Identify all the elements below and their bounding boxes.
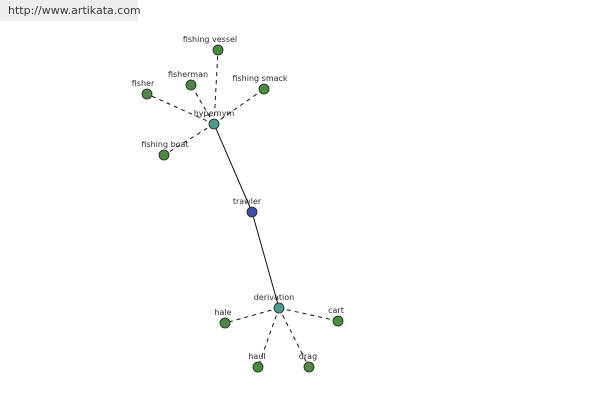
edge-derivation-drag [278,307,310,368]
edge-derivation-haul [257,307,280,368]
node-derivation[interactable] [273,302,285,314]
node-drag[interactable] [303,361,315,373]
node-label-fishing-vessel[interactable]: fishing vessel [183,35,237,44]
node-label-hypernym[interactable]: hypernym [194,109,235,118]
node-label-fisherman[interactable]: fisherman [168,70,208,79]
edge-derivation-cart [278,307,339,322]
nodes-layer [141,44,344,373]
node-fishing-smack[interactable] [258,83,270,95]
node-label-fisher[interactable]: fisher [132,79,155,88]
edge-derivation-hale [224,307,280,324]
node-haul[interactable] [252,361,264,373]
node-hypernym[interactable] [208,118,220,130]
labels-layer: fishing vessel fisherman fishing smack fish… [132,35,344,361]
node-label-cart[interactable]: cart [328,306,344,315]
edge-hypernym-fishing-smack [213,88,265,125]
node-fisher[interactable] [141,88,153,100]
node-hale[interactable] [219,317,231,329]
node-label-hale[interactable]: hale [214,308,231,317]
edge-hypernym-fisherman [190,84,215,125]
site-url-link[interactable]: http://www.artikata.com [0,0,141,21]
node-fishing-boat[interactable] [158,149,170,161]
node-trawler[interactable] [246,206,258,218]
node-cart[interactable] [332,315,344,327]
edges-layer [146,49,339,368]
edge-trawler-hypernym [213,123,253,213]
node-label-derivation[interactable]: derivation [254,293,294,302]
node-label-trawler[interactable]: trawler [233,197,262,206]
node-label-fishing-boat[interactable]: fishing boat [141,140,188,149]
node-label-fishing-smack[interactable]: fishing smack [232,74,287,83]
edge-hypernym-fishing-boat [163,123,215,156]
edge-trawler-derivation [251,211,280,309]
node-label-drag[interactable]: drag [299,352,317,361]
node-label-haul[interactable]: haul [248,352,265,361]
node-fisherman[interactable] [185,79,197,91]
node-fishing-vessel[interactable] [212,44,224,56]
